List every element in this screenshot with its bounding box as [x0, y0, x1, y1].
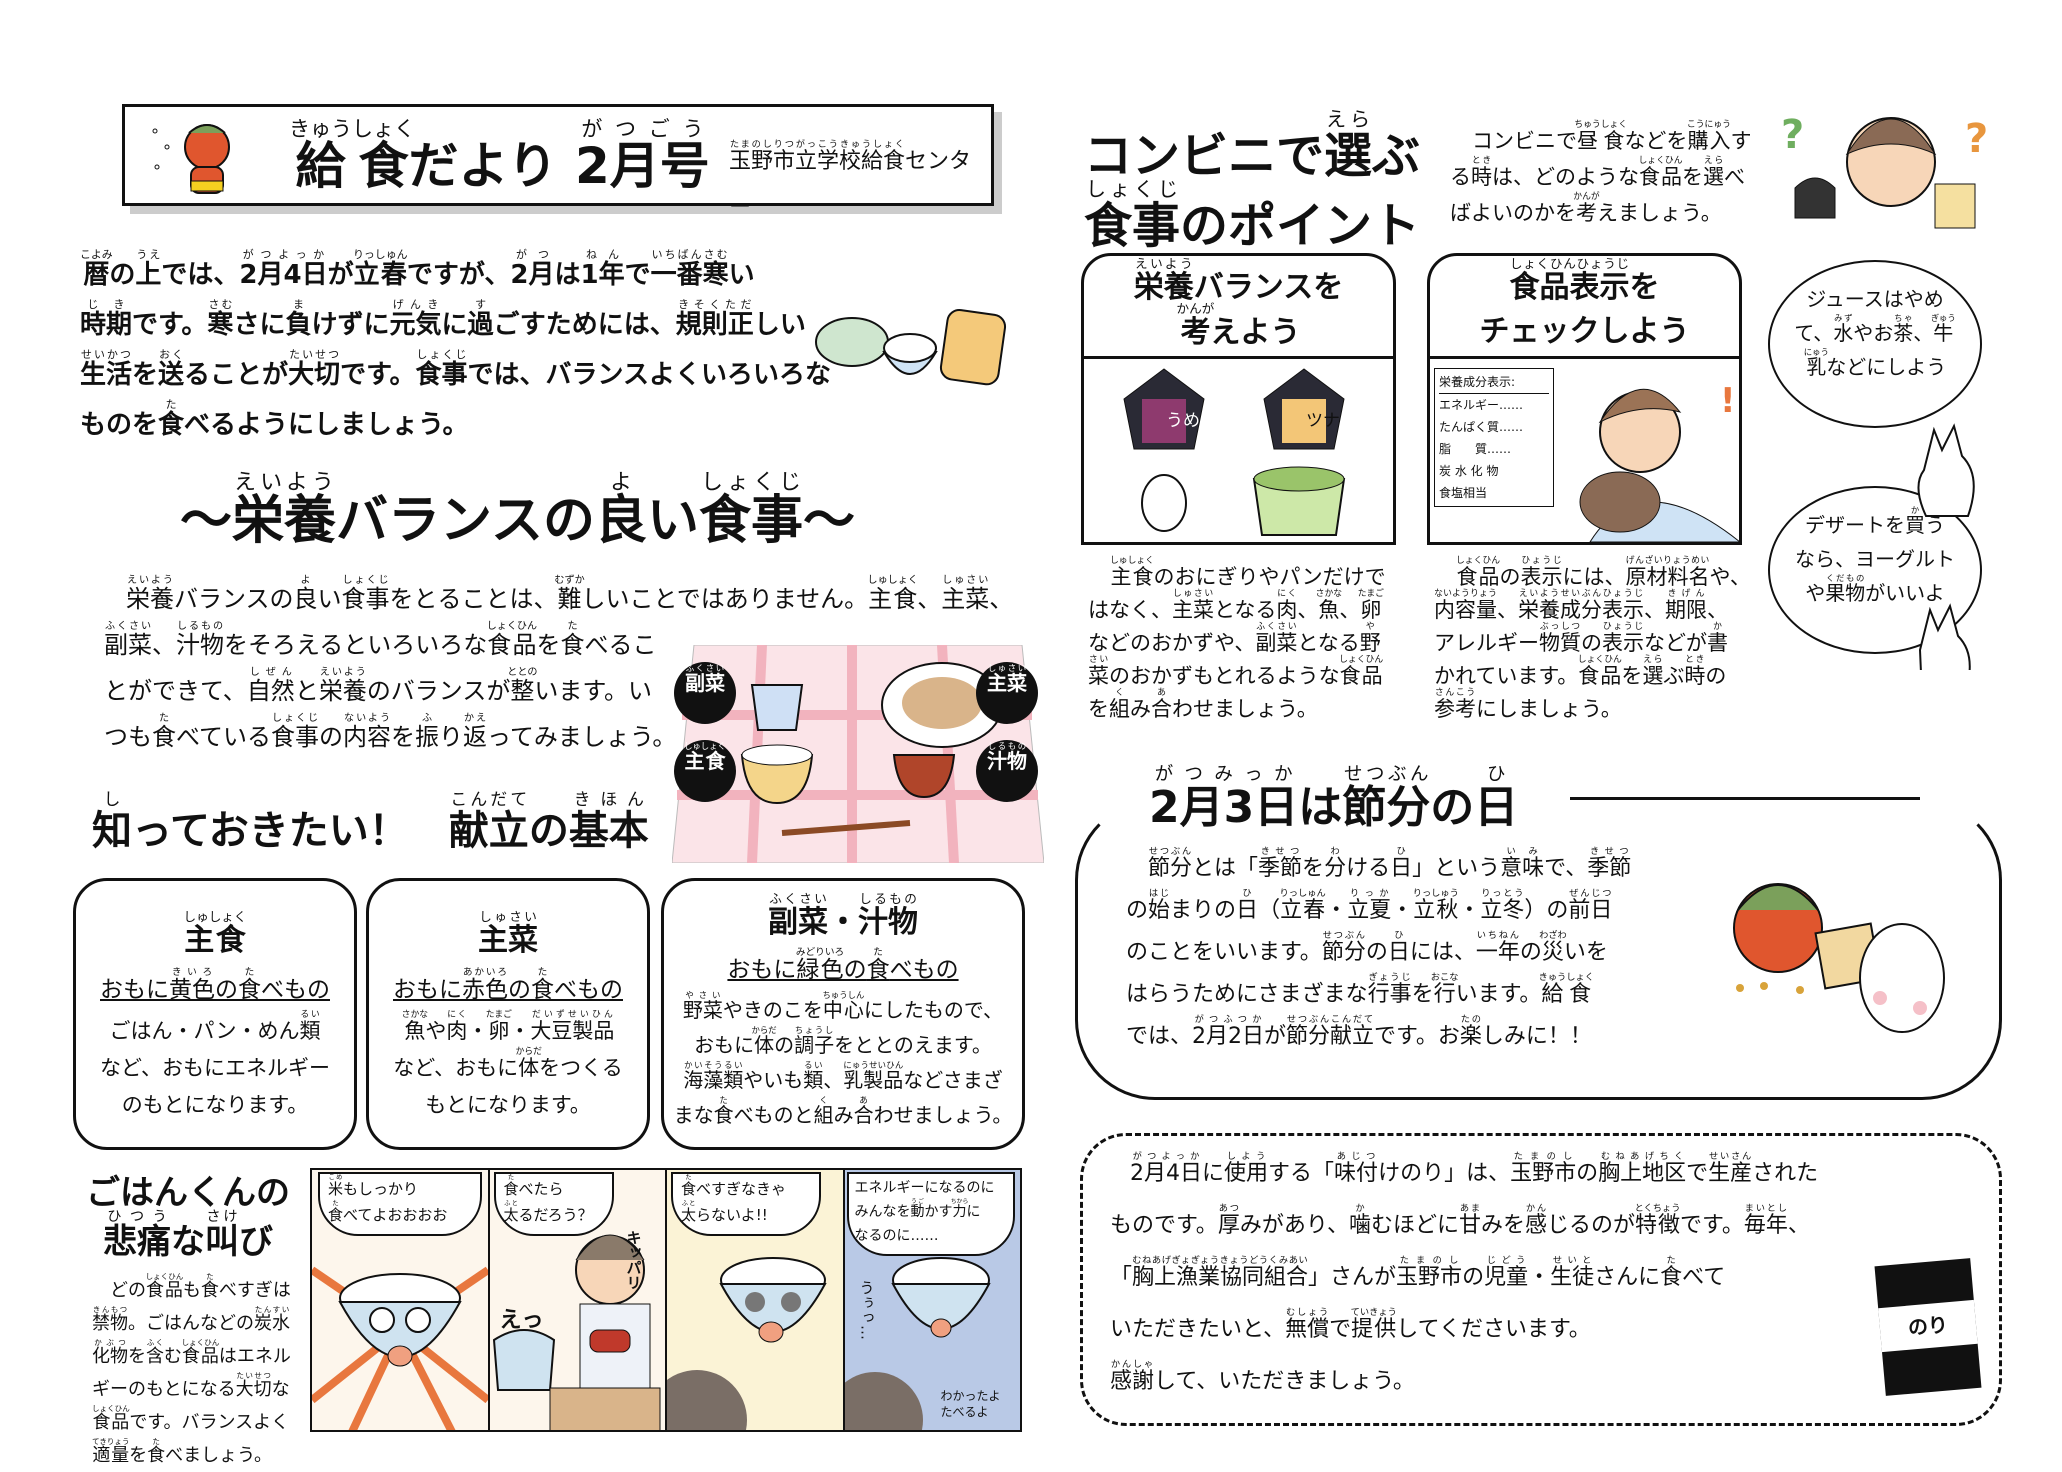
- rice-bowl-crying-icon: [667, 1257, 827, 1430]
- boy-eating-icon: [492, 1234, 660, 1430]
- comic-panel-1: 米こめもしっかり食たべてよおおおお: [312, 1170, 490, 1430]
- svg-text:?: ?: [1781, 112, 1804, 158]
- card-title: 食品表示しょくひんひょうじをチェックしよう: [1430, 256, 1739, 359]
- card-check-balance: 栄養えいようバランスを考かんがえよう うめ ツナ: [1081, 253, 1396, 545]
- svg-text:!: !: [1720, 381, 1736, 421]
- header-banner: 給食きゅうしょくだより 2月号がつごう 玉野市立学校給食たまのしりつがっこうきゅ…: [122, 104, 994, 220]
- nutrition-label-line: 栄養成分表示:: [1439, 371, 1549, 394]
- card-check-labels: 食品表示しょくひんひょうじをチェックしよう ! 栄養成分表示: エネルギー…… …: [1427, 253, 1742, 545]
- comic-panel-2: 食たべたら太ふとるだろう？ キッパリ えっ: [489, 1170, 667, 1430]
- oni-beans-otafuku-illustration: [1733, 883, 1945, 1033]
- convenience-foods-illustration: [1123, 368, 1346, 536]
- card-shushoku: 主食しゅしょく おもに黄色きいろの食たべもの ごはん・パン・めん類るいなど、おも…: [73, 878, 357, 1150]
- card-title: 副菜ふくさい・汁物しるもの: [768, 891, 918, 940]
- setsubun-title: 2月3日がつみっかは節分せつぶんの日ひ: [1135, 764, 1533, 843]
- onigiri-label-ume: うめ: [1166, 411, 1200, 431]
- speech-bubble: 米こめもしっかり食たべてよおおおお: [318, 1172, 482, 1236]
- card-shusai: 主菜しゅさい おもに赤色あかいろの食たべもの 魚さかなや肉にく・卵たまご・大豆製…: [366, 878, 650, 1150]
- speech-bubble-drinks: ジュースはやめて、水みずやお茶ちゃ、牛ぎゅう乳にゅうなどにしよう: [1768, 260, 1982, 428]
- publisher: 玉野市立学校給食たまのしりつがっこうきゅうしょくセンター: [729, 139, 972, 220]
- nori-text: 2月4日がつよっかに使用しようする「味付あじつけのり」は、玉野市たまのしの胸上地…: [1110, 1151, 1819, 1394]
- card2-text: 食品しょくひんの表示ひょうじには、原材料名げんざいりょうめいや、内容量ないようり…: [1434, 556, 1751, 721]
- card-fukusai-shirumono: 副菜ふくさい・汁物しるもの おもに緑色みどりいろの食たべもの 野菜やさいやきのこ…: [661, 878, 1025, 1150]
- rice-bowl-sad-icon: [844, 1257, 991, 1430]
- comic-panel-4: エネルギーになるのにみんなを動うごかす力ちからになるのに…… うぅっ… わかった…: [844, 1170, 1020, 1430]
- setsubun-frame: [1075, 800, 2002, 1100]
- nori-package-label: のり: [1878, 1299, 1978, 1353]
- label-shirumono: 汁物しるもの: [976, 740, 1038, 802]
- label-shushoku: 主食しゅしょく: [674, 740, 736, 802]
- card1-text: 主食しゅしょくのおにぎりやパンだけではなく、主菜しゅさいとなる肉にく、魚さかな、…: [1088, 556, 1386, 721]
- sfx-text-2: わかったよ たべるよ: [940, 1389, 1001, 1419]
- nutrition-label-line: たんぱく質……: [1439, 420, 1524, 434]
- svg-text:?: ?: [1965, 116, 1988, 162]
- card-subtitle: おもに緑色みどりいろの食たべもの: [727, 947, 959, 983]
- nori-box: [1080, 1133, 2002, 1426]
- card-body: 野菜やさいやきのこを中心ちゅうしんにしたもので、おもに体からだの調子ちょうしをと…: [673, 990, 1013, 1127]
- onigiri-label-tuna: ツナ: [1306, 411, 1340, 431]
- gohan-comic: 米こめもしっかり食たべてよおおおお 食たべたら太ふとるだろう？ キッパリ えっ …: [310, 1168, 1022, 1432]
- gohan-title: ごはんくんの悲痛ひつうな叫さけび: [86, 1173, 290, 1262]
- nutrition-label-line: 食塩相当: [1439, 486, 1488, 500]
- speech-bubble: 食たべたら太ふとるだろう？: [493, 1172, 614, 1236]
- confused-person-illustration: ??: [1781, 112, 1988, 229]
- label-fukusai: 副菜ふくさい: [674, 662, 736, 724]
- gohan-text: どの食品しょくひんも食たべすぎは禁物きんもつ。ごはんなどの炭水たんすい化物かぶつ…: [92, 1272, 291, 1466]
- nori-package-icon: のり: [1874, 1258, 1982, 1396]
- label-shusai: 主菜しゅさい: [976, 662, 1038, 724]
- card-title: 主食しゅしょく: [183, 909, 247, 958]
- sfx-text-2: えっ: [499, 1308, 544, 1333]
- basics-title: 知しっておきたい！ 献立こんだての基本きほん: [92, 789, 649, 854]
- card-subtitle: おもに黄色きいろの食たべもの: [100, 967, 330, 1003]
- newsletter-title: 給食きゅうしょくだより: [289, 117, 558, 196]
- setsubun-frame-top: [1570, 797, 1920, 800]
- card-body: 魚さかなや肉にく・卵たまご・大豆製品だいずせいひんなど、おもに体からだをつくるも…: [393, 1010, 623, 1117]
- card-subtitle: おもに赤色あかいろの食たべもの: [393, 967, 623, 1003]
- rice-bowl-shock-icon: [312, 1266, 488, 1430]
- speech-bubble: 食たべすぎなきゃ太ふとらないよ!!: [671, 1172, 821, 1236]
- speech-bubble: エネルギーになるのにみんなを動うごかす力ちからになるのに……: [846, 1172, 1015, 1256]
- sfx-text: うぅっ…: [857, 1280, 876, 1340]
- oni-mascot-icon: [152, 124, 230, 194]
- comic-panel-3: 食たべすぎなきゃ太ふとらないよ!!: [667, 1170, 845, 1430]
- nutrition-label-line: 炭 水 化 物: [1439, 464, 1499, 478]
- plastic-bag-character-icon: [1917, 423, 1975, 670]
- konbini-title: コンビニで選えらぶ食事しょくじのポイント: [1084, 107, 1421, 254]
- balance-text: 栄養えいようバランスの良よい食事しょくじをとることは、難むずかしいことではありま…: [104, 575, 1014, 751]
- card-title: 主菜しゅさい: [478, 909, 538, 958]
- nutrition-label: 栄養成分表示: エネルギー…… たんぱく質…… 脂 質…… 炭 水 化 物 食塩…: [1434, 368, 1554, 507]
- speech-bubble-dessert: デザートを買かうなら、ヨーグルトや果物くだものがいいよ: [1768, 486, 1982, 654]
- issue-number: 2月号がつごう: [575, 117, 710, 196]
- setsubun-text: 節分せつぶんとは「季節きせつを分わける日ひ」という意味いみで、季節きせつの始はじ…: [1126, 846, 1632, 1049]
- balance-title: ～栄養えいようバランスの良よい食事しょくじ～: [180, 470, 856, 551]
- person-reading-label-illustration: !: [1579, 381, 1739, 542]
- sfx-text: キッパリ: [624, 1230, 643, 1290]
- konbini-intro: コンビニで昼食ちゅうしょくなどを購入こうにゅうする時ときは、どのような食品しょく…: [1450, 120, 1752, 225]
- card-body: ごはん・パン・めん類るいなど、おもにエネルギーのもとになります。: [100, 1010, 330, 1117]
- nutrition-label-line: 脂 質……: [1439, 442, 1512, 456]
- food-characters-illustration: [815, 308, 1007, 386]
- intro-text: 暦こよみの上うえでは、2月4日がつよっかが立春りっしゅんですが、2月がつは1年ね…: [80, 248, 831, 440]
- card-title: 栄養えいようバランスを考かんがえよう: [1084, 256, 1393, 359]
- nutrition-label-line: エネルギー……: [1439, 398, 1524, 412]
- meal-tablecloth-illustration: [671, 644, 1045, 864]
